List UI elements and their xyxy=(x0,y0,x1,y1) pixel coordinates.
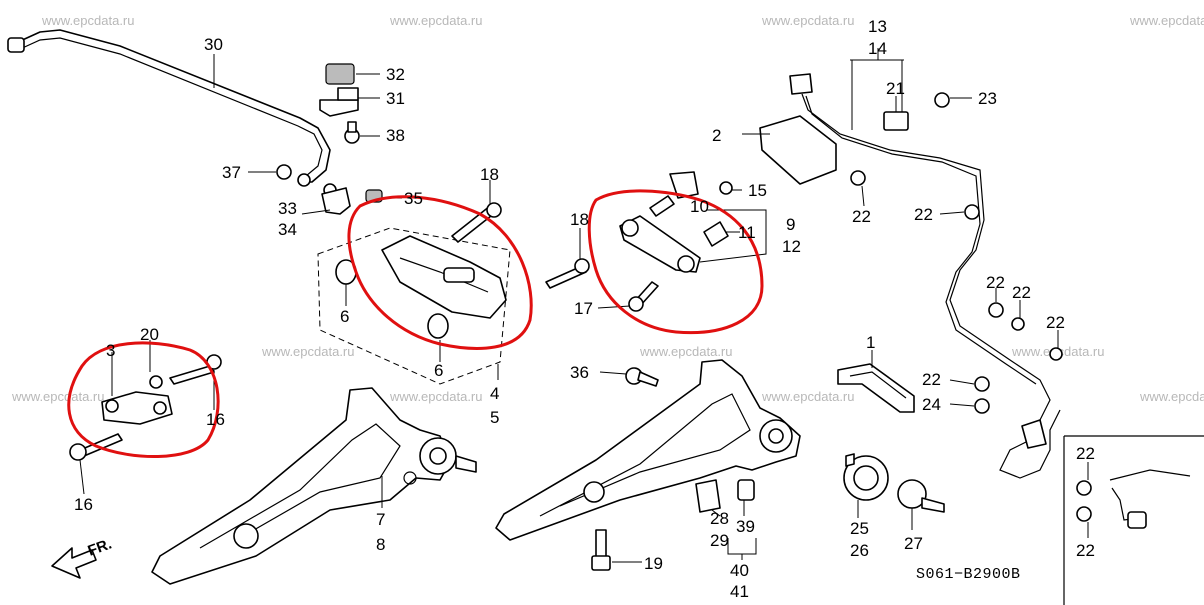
callout-15: 15 xyxy=(748,181,767,200)
adjust-arm-left xyxy=(69,354,222,461)
callout-25: 25 xyxy=(850,519,869,538)
direction-indicator: FR. xyxy=(51,536,115,579)
arm-right xyxy=(545,171,733,387)
callout-12: 12 xyxy=(782,237,801,256)
callout-8: 8 xyxy=(376,535,385,554)
watermark: www.epcdata.ru xyxy=(1129,13,1204,28)
leader-lines xyxy=(79,48,1089,563)
watermark: www.epcdata.ru xyxy=(761,389,855,404)
upper-arm-center xyxy=(317,202,511,385)
callout-22b: 22 xyxy=(914,205,933,224)
arrow-left-icon xyxy=(51,547,97,579)
callout-16a: 16 xyxy=(206,410,225,429)
callout-23: 23 xyxy=(978,89,997,108)
bracket-1 xyxy=(837,363,915,413)
trailing-arm-right xyxy=(495,359,801,541)
callout-32: 32 xyxy=(386,65,405,84)
watermark: www.epcdata.ru xyxy=(1139,389,1204,404)
callout-18a: 18 xyxy=(480,165,499,184)
callout-38: 38 xyxy=(386,126,405,145)
callout-4: 4 xyxy=(490,384,499,403)
watermark: www.epcdata.ru xyxy=(761,13,855,28)
callout-30: 30 xyxy=(204,35,223,54)
callout-29: 29 xyxy=(710,531,729,550)
watermark: www.epcdata.ru xyxy=(41,13,135,28)
watermark: www.epcdata.ru xyxy=(389,389,483,404)
callout-31: 31 xyxy=(386,89,405,108)
callout-10: 10 xyxy=(690,197,709,216)
callout-6b: 6 xyxy=(434,361,443,380)
abs-wiring xyxy=(759,73,1063,479)
callout-18b: 18 xyxy=(570,210,589,229)
callout-39: 39 xyxy=(736,517,755,536)
callout-22c: 22 xyxy=(986,273,1005,292)
callout-22h: 22 xyxy=(1076,541,1095,560)
callout-5: 5 xyxy=(490,408,499,427)
callout-22e: 22 xyxy=(1046,313,1065,332)
callout-7: 7 xyxy=(376,510,385,529)
callout-1: 1 xyxy=(866,333,875,352)
highlight-left-arm xyxy=(67,341,220,458)
callout-36: 36 xyxy=(570,363,589,382)
callout-24: 24 xyxy=(922,395,941,414)
callout-33: 33 xyxy=(278,199,297,218)
inset-detail xyxy=(1063,435,1204,605)
highlight-center-arm xyxy=(347,195,533,350)
callout-labels: 1 2 3 4 5 6 6 7 8 9 10 11 12 13 14 15 16… xyxy=(74,17,1095,601)
callout-16b: 16 xyxy=(74,495,93,514)
diagram-code: S061−B2900B xyxy=(916,566,1021,583)
highlight-right-arm xyxy=(587,189,764,335)
callout-19: 19 xyxy=(644,554,663,573)
callout-41: 41 xyxy=(730,582,749,601)
watermark: www.epcdata.ru xyxy=(639,344,733,359)
callout-14: 14 xyxy=(868,39,887,58)
callout-22g: 22 xyxy=(1076,444,1095,463)
callout-2: 2 xyxy=(712,126,721,145)
trailing-arm-left xyxy=(151,387,477,585)
callout-22a: 22 xyxy=(852,207,871,226)
watermarks: www.epcdata.ru www.epcdata.ru www.epcdat… xyxy=(11,13,1204,404)
callout-3: 3 xyxy=(106,341,115,360)
callout-35: 35 xyxy=(404,189,423,208)
stabilizer-bar xyxy=(7,29,383,215)
callout-34: 34 xyxy=(278,220,297,239)
direction-label: FR. xyxy=(86,536,115,560)
callout-22d: 22 xyxy=(1012,283,1031,302)
callout-13: 13 xyxy=(868,17,887,36)
callout-17: 17 xyxy=(574,299,593,318)
callout-37: 37 xyxy=(222,163,241,182)
callout-20: 20 xyxy=(140,325,159,344)
watermark: www.epcdata.ru xyxy=(389,13,483,28)
callout-28: 28 xyxy=(710,509,729,528)
callout-6a: 6 xyxy=(340,307,349,326)
callout-9: 9 xyxy=(786,215,795,234)
watermark: www.epcdata.ru xyxy=(11,389,105,404)
watermark: www.epcdata.ru xyxy=(261,344,355,359)
hub-parts xyxy=(843,453,945,513)
callout-26: 26 xyxy=(850,541,869,560)
highlight-marks xyxy=(67,189,764,458)
callout-22f: 22 xyxy=(922,370,941,389)
callout-40: 40 xyxy=(730,561,749,580)
callout-11: 11 xyxy=(738,223,756,242)
callout-27: 27 xyxy=(904,534,923,553)
callout-21: 21 xyxy=(886,79,905,98)
brackets-lower xyxy=(591,479,755,571)
